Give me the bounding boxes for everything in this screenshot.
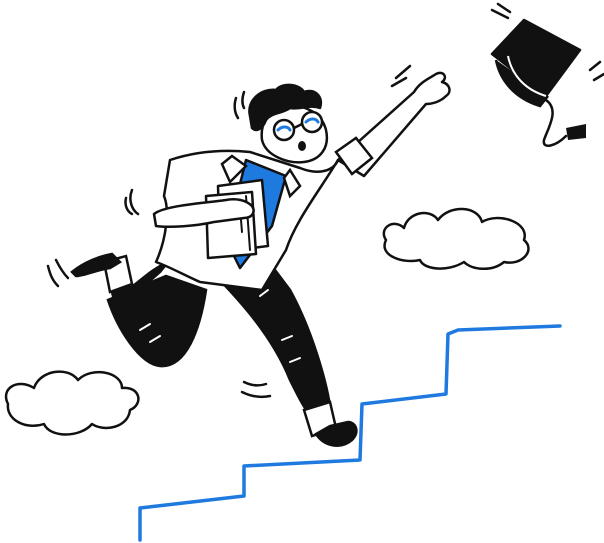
back-leg	[46, 252, 208, 368]
cloud-icon	[4, 370, 140, 436]
holding-arm	[152, 198, 255, 229]
head	[233, 83, 329, 164]
graduation-cap-icon	[490, 2, 604, 148]
stairs-icon	[138, 324, 562, 542]
raised-arm	[334, 64, 451, 178]
front-leg	[198, 248, 358, 447]
cloud-icon	[382, 207, 530, 270]
